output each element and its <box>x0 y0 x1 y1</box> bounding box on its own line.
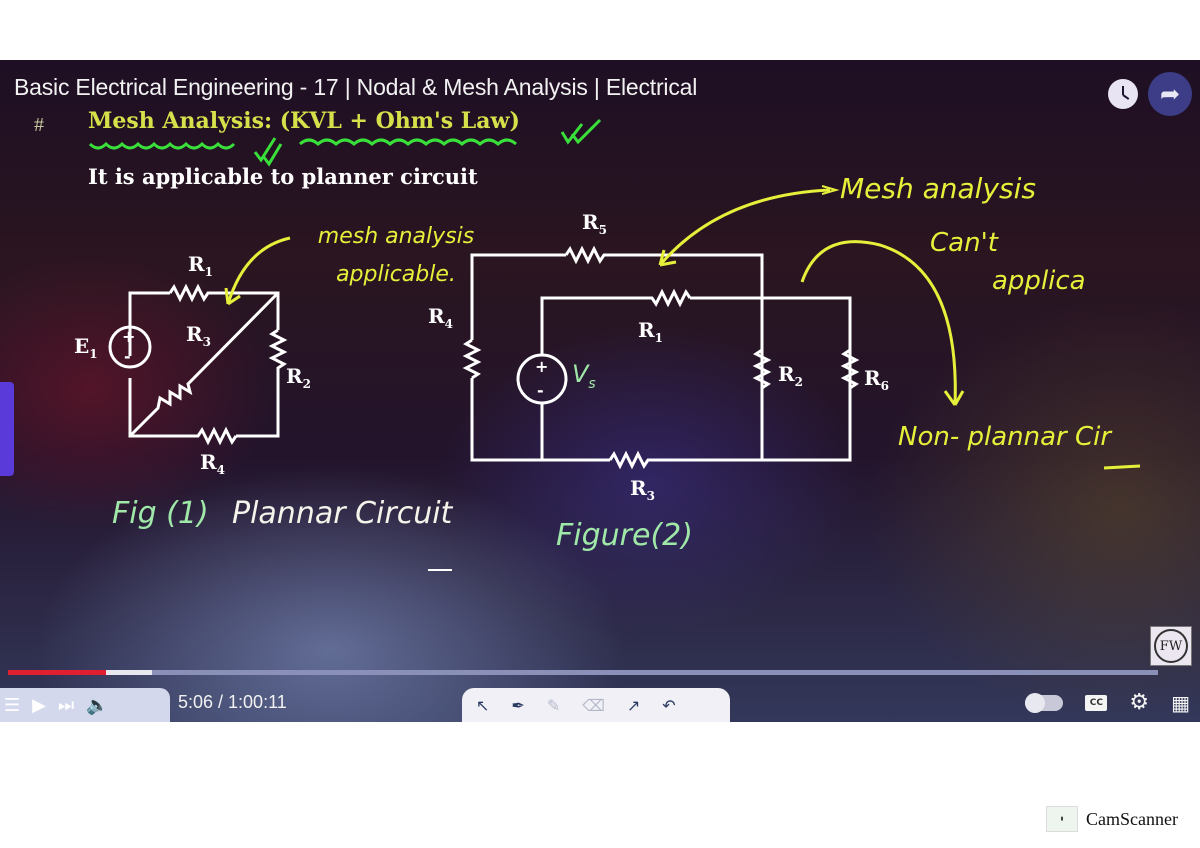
annotation-mesh-analysis: Mesh analysis <box>840 172 1036 205</box>
share-icon[interactable]: ➦ <box>1148 72 1192 116</box>
fig1-source-label: E1 <box>74 334 98 361</box>
video-player[interactable]: Basic Electrical Engineering - 17 | Noda… <box>0 60 1200 722</box>
fig2-r5-label: R5 <box>582 210 607 237</box>
pointer-tool-icon[interactable]: ↖ <box>476 695 490 715</box>
fig2-r4-label: R4 <box>428 304 453 331</box>
fig1-r2-label: R2 <box>286 364 311 391</box>
slide-subheading: It is applicable to planner circuit <box>88 164 478 189</box>
channel-logo[interactable]: FW <box>1150 626 1192 666</box>
fig2-r6-label: R6 <box>864 366 889 393</box>
camscanner-label: CamScanner <box>1086 808 1178 829</box>
svg-text:+: + <box>535 357 548 376</box>
fig2-label: Figure(2) <box>556 518 693 553</box>
svg-text:-: - <box>537 381 544 400</box>
fig1-r1-label: R1 <box>188 252 213 279</box>
fig1-r3-label: R3 <box>186 322 211 349</box>
annotation-mesh-applicable: mesh analysis applicable. <box>317 224 475 287</box>
camscanner-watermark: ▮ CamScanner <box>1046 806 1178 832</box>
slide-heading: Mesh Analysis: (KVL + Ohm's Law) <box>88 108 520 134</box>
time-display: 5:06 / 1:00:11 <box>178 692 287 712</box>
annotation-non-planar: Non- plannar Cir <box>898 422 1112 452</box>
side-panel-tab[interactable] <box>0 382 14 476</box>
fig1-label: Fig (1) <box>112 496 209 531</box>
captions-icon[interactable]: CC <box>1085 694 1108 711</box>
fig2-r2-label: R2 <box>778 362 803 389</box>
drawing-toolbar: ↖ ✒ ✎ ⌫ ↗ ↶ <box>462 688 730 722</box>
autoplay-toggle[interactable] <box>1025 692 1064 713</box>
right-controls: CC ⚙ ▦ <box>1025 690 1190 715</box>
exit-fullscreen-icon[interactable]: ▦ <box>1171 690 1190 715</box>
annotation-cant: Can't <box>930 228 998 258</box>
svg-text:-: - <box>124 347 131 366</box>
fig2-source-label: Vs <box>572 360 596 392</box>
annotation-applica: applica <box>992 266 1086 296</box>
next-icon[interactable]: ⏭ <box>57 694 75 716</box>
progress-bar[interactable] <box>8 670 1158 675</box>
fig1-r4-label: R4 <box>200 450 225 477</box>
fig2-r3-label: R3 <box>630 476 655 503</box>
fig1-caption: Plannar Circuit <box>232 496 453 531</box>
fig2-r1-label: R1 <box>638 318 663 345</box>
volume-icon[interactable]: 🔈 <box>86 694 109 716</box>
arrow-tool-icon[interactable]: ↗ <box>626 695 641 715</box>
top-actions: ➦ <box>1108 72 1192 116</box>
play-icon[interactable]: ▶ <box>32 694 46 716</box>
played-bar <box>8 670 106 675</box>
svg-text:+: + <box>122 327 135 346</box>
player-controls: ☰ ▶ ⏭ 🔈 5:06 / 1:00:11 ↖ ✒ ✎ ⌫ ↗ ↶ CC ⚙ … <box>0 682 1200 722</box>
settings-icon[interactable]: ⚙ <box>1129 690 1150 715</box>
video-title: Basic Electrical Engineering - 17 | Noda… <box>14 74 698 100</box>
highlighter-tool-icon[interactable]: ✎ <box>546 695 561 715</box>
undo-tool-icon[interactable]: ↶ <box>662 695 676 715</box>
left-controls: ☰ ▶ ⏭ 🔈 <box>0 688 170 722</box>
eraser-tool-icon[interactable]: ⌫ <box>582 695 605 715</box>
bullet-hash: # <box>34 114 44 136</box>
pen-tool-icon[interactable]: ✒ <box>511 695 525 715</box>
camscanner-logo-icon: ▮ <box>1046 806 1078 832</box>
circuit-diagrams: + - + - <box>88 118 1141 571</box>
watch-later-icon[interactable] <box>1108 79 1138 109</box>
menu-icon[interactable]: ☰ <box>4 694 21 716</box>
